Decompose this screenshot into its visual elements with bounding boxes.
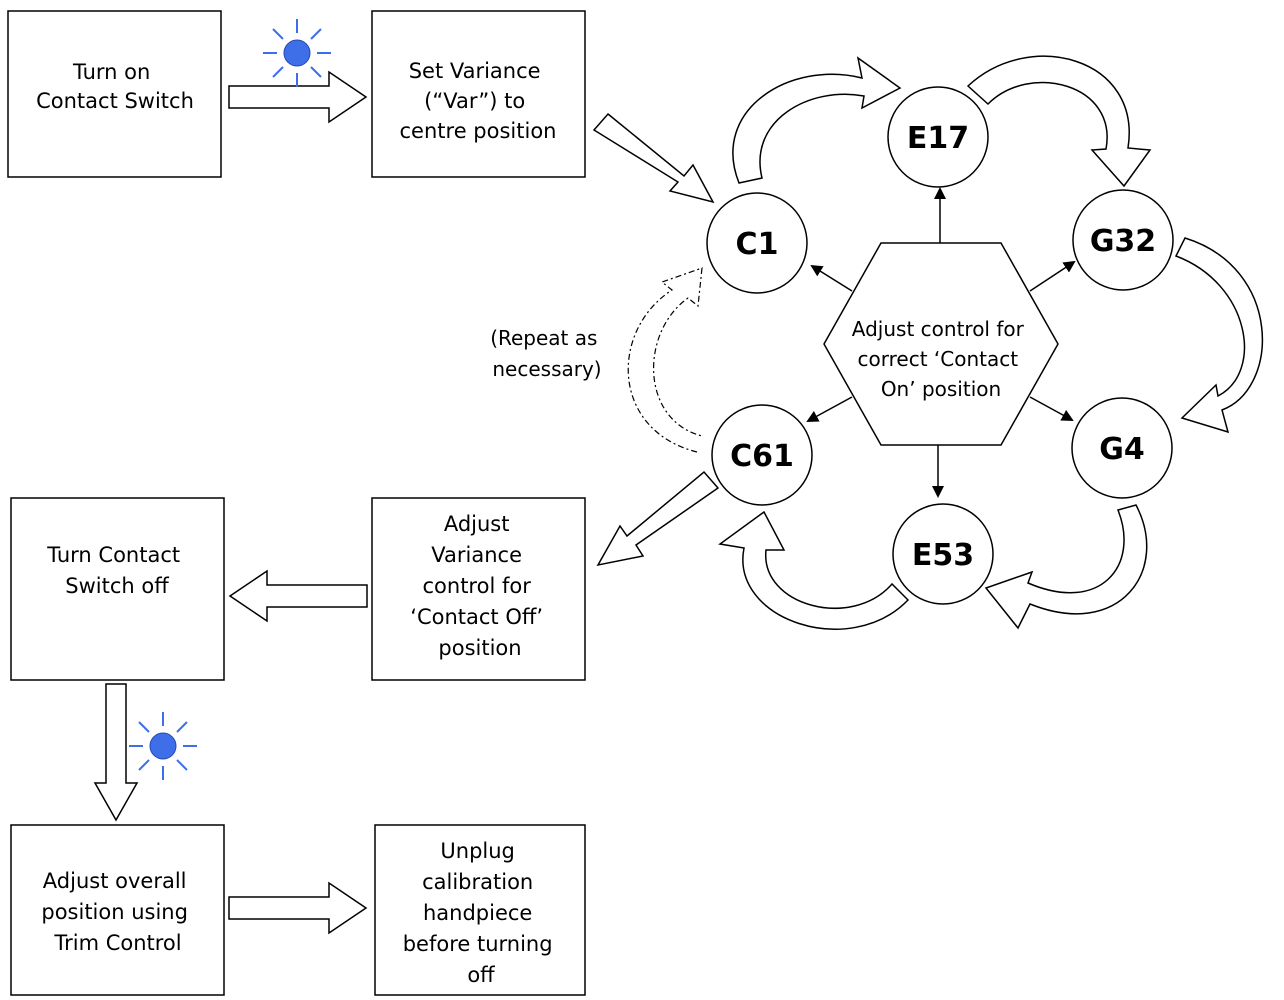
node-c61: C61 bbox=[711, 404, 813, 506]
node-g4: G4 bbox=[1071, 397, 1173, 499]
node-c1: C1 bbox=[706, 192, 808, 294]
block-arrow-adjust-variance-to-turn-off bbox=[228, 569, 368, 623]
block-arrow-adjust-overall-to-unplug bbox=[228, 881, 368, 935]
node-c61-label: C61 bbox=[730, 439, 794, 474]
box-unplug-text: Unplug calibration handpiece before turn… bbox=[403, 839, 560, 987]
repeat-note: (Repeat as necessary) bbox=[490, 326, 604, 381]
sun-light-icon bbox=[129, 712, 197, 780]
connector-hex-to-c61 bbox=[806, 396, 853, 422]
curved-arrow-e17-to-g32 bbox=[966, 55, 1152, 188]
connector-hex-to-c1 bbox=[810, 264, 853, 292]
block-arrow-turn-on-to-set-variance bbox=[228, 70, 368, 124]
sun-light-icon bbox=[263, 19, 331, 87]
box-adjust-overall-text: Adjust overall position using Trim Contr… bbox=[41, 869, 194, 955]
box-adjust-variance-off: Adjust Variance control for ‘Contact Off… bbox=[371, 497, 586, 681]
block-arrow-c61-to-adjust-variance bbox=[596, 470, 720, 567]
node-e53: E53 bbox=[892, 503, 994, 605]
connector-hex-to-g4 bbox=[1029, 396, 1074, 421]
box-turn-off-text: Turn Contact Switch off bbox=[46, 543, 187, 598]
box-turn-contact-switch-off: Turn Contact Switch off bbox=[10, 497, 225, 681]
block-arrow-set-variance-to-c1 bbox=[592, 112, 715, 204]
hexagon-text: Adjust control for correct ‘Contact On’ … bbox=[852, 317, 1030, 401]
node-c1-label: C1 bbox=[736, 227, 779, 262]
block-arrow-turn-off-to-adjust-overall bbox=[93, 683, 139, 822]
box-set-variance: Set Variance (“Var”) to centre position bbox=[371, 10, 586, 178]
connector-hex-to-g32 bbox=[1029, 260, 1076, 292]
node-g32-label: G32 bbox=[1090, 224, 1156, 259]
repeat-dashed-arrow bbox=[627, 267, 703, 453]
hexagon-adjust-control: Adjust control for correct ‘Contact On’ … bbox=[823, 242, 1059, 446]
curved-arrow-c1-to-e17 bbox=[732, 56, 902, 184]
box-adjust-variance-text: Adjust Variance control for ‘Contact Off… bbox=[410, 512, 549, 660]
box-turn-on-contact-switch: Turn on Contact Switch bbox=[7, 10, 222, 178]
box-adjust-overall-position: Adjust overall position using Trim Contr… bbox=[10, 824, 225, 996]
node-g4-label: G4 bbox=[1099, 432, 1145, 467]
curved-arrow-e53-to-c61 bbox=[718, 510, 910, 630]
node-e17: E17 bbox=[887, 86, 989, 188]
box-unplug-handpiece: Unplug calibration handpiece before turn… bbox=[374, 824, 586, 996]
curved-arrow-g4-to-e53 bbox=[984, 504, 1148, 630]
box-turn-on-text: Turn on Contact Switch bbox=[36, 60, 194, 113]
node-e53-label: E53 bbox=[912, 538, 974, 573]
node-e17-label: E17 bbox=[907, 121, 969, 156]
box-set-variance-text: Set Variance (“Var”) to centre position bbox=[400, 59, 557, 143]
curved-arrow-g32-to-g4 bbox=[1174, 237, 1263, 434]
node-g32: G32 bbox=[1072, 189, 1174, 291]
